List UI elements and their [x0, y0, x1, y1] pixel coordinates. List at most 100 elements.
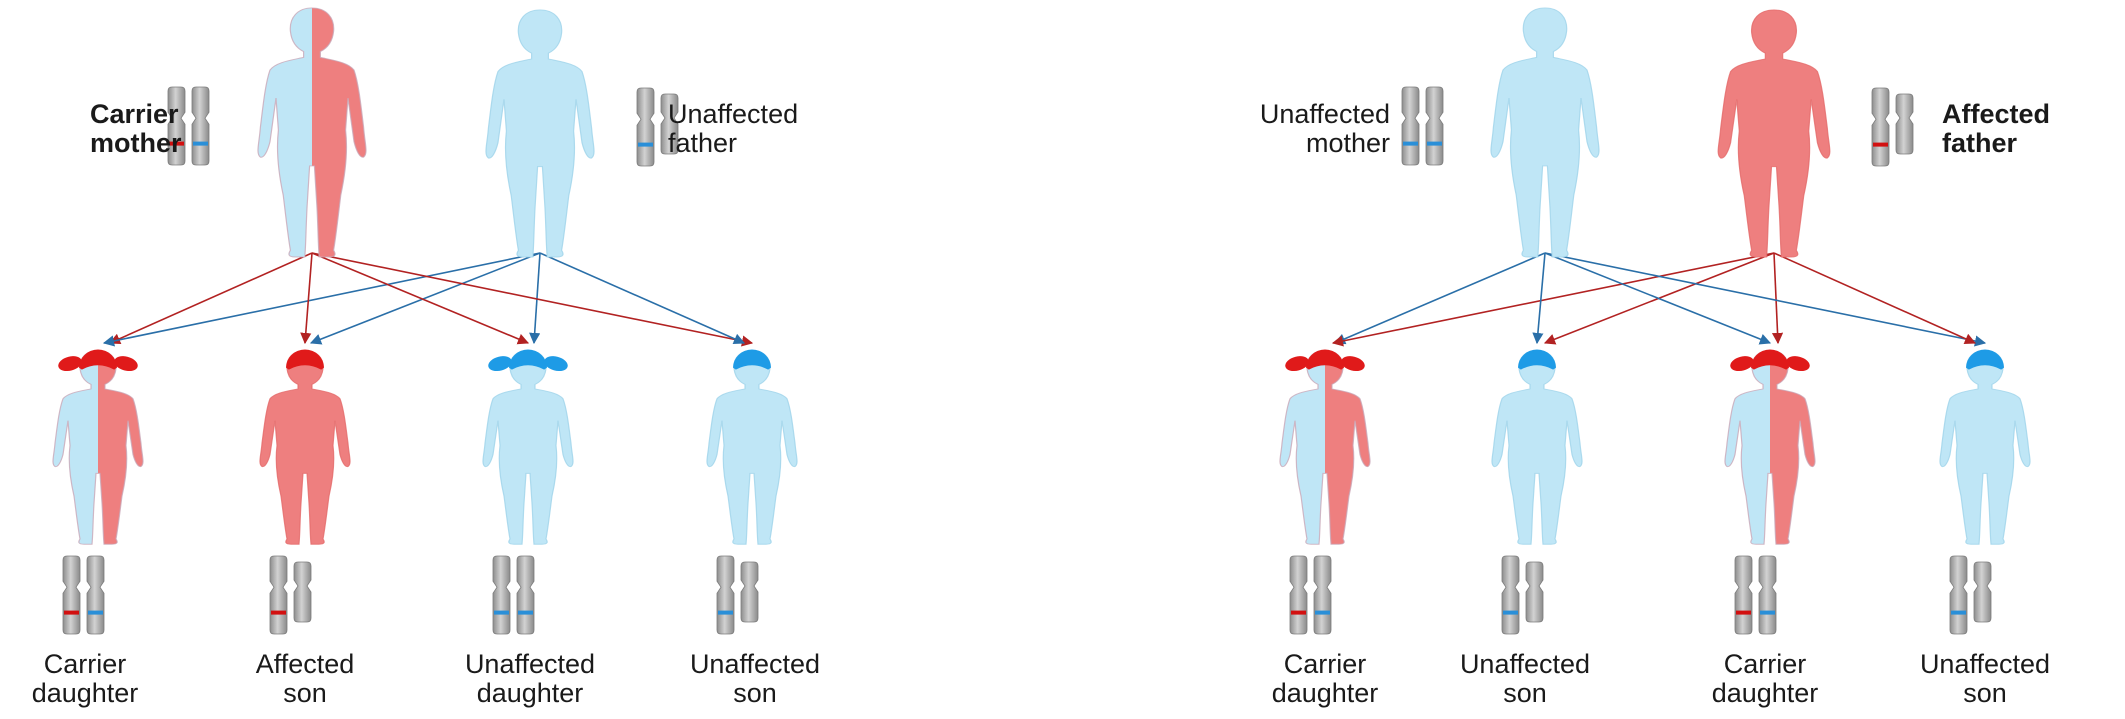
left-child-3-label: Unaffected daughter [430, 650, 630, 708]
left-child-4-label-line1: Unaffected [655, 650, 855, 679]
pigtail-left [1284, 354, 1311, 374]
arrow-father-to-child-1 [104, 253, 540, 343]
right-child-4-label: Unaffected son [1885, 650, 2085, 708]
x-chromosome [270, 556, 287, 634]
x-chromosome [1759, 556, 1776, 634]
right-mother-label-line1: Unaffected [1180, 100, 1390, 129]
x-chromosome [1950, 556, 1967, 634]
left-mother-label-line1: Carrier [90, 100, 152, 129]
right-child-4-label-line2: son [1885, 679, 2085, 708]
arrow-father-to-child-4 [1774, 253, 1975, 343]
x-chromosome [1290, 556, 1307, 634]
pigtail-left [57, 354, 84, 374]
y-chromosome [741, 562, 758, 622]
right-father-chromosomes [1872, 88, 1913, 166]
right-child-1-figure [1275, 349, 1376, 545]
arrow-mother-to-child-1 [1335, 253, 1545, 343]
normal-allele-band [638, 143, 653, 147]
left-child-4-chromosomes [717, 556, 758, 634]
left-mother-figure [252, 6, 373, 258]
right-child-2-label-line1: Unaffected [1430, 650, 1620, 679]
left-child-2-label-line1: Affected [220, 650, 390, 679]
right-mother-label-line2: mother [1180, 129, 1390, 158]
right-child-3-label-line1: Carrier [1680, 650, 1850, 679]
left-father-label-line1: Unaffected [668, 100, 868, 129]
x-chromosome [87, 556, 104, 634]
pigtail-right [1785, 354, 1812, 374]
normal-allele-band [1503, 611, 1518, 615]
mutant-allele-band [1736, 611, 1751, 615]
right-child-2-label-line2: son [1430, 679, 1620, 708]
pigtail-right [543, 354, 570, 374]
x-chromosome [637, 88, 654, 166]
x-chromosome [493, 556, 510, 634]
x-chromosome [1426, 87, 1443, 165]
pigtail-left [487, 354, 514, 374]
left-child-2-chromosomes [270, 556, 311, 634]
left-mother-label-line2: mother [90, 129, 152, 158]
left-child-2-figure [255, 349, 356, 545]
normal-allele-band [88, 611, 103, 615]
right-mother-figure [1485, 6, 1606, 258]
right-child-3-label: Carrier daughter [1680, 650, 1850, 708]
left-child-1-label: Carrier daughter [0, 650, 170, 708]
right-father-figure [1712, 8, 1837, 258]
left-child-3-label-line2: daughter [430, 679, 630, 708]
left-mother-label: Carrier mother [90, 100, 152, 158]
pigtail-right [1340, 354, 1367, 374]
left-child-1-figure [48, 349, 149, 545]
pigtail-left [1729, 354, 1756, 374]
left-father-label: Unaffected father [668, 100, 868, 158]
normal-allele-band [718, 611, 733, 615]
normal-allele-band [518, 611, 533, 615]
arrow-father-to-child-1 [1333, 253, 1774, 343]
right-child-3-figure [1720, 349, 1821, 545]
right-child-4-chromosomes [1950, 556, 1991, 634]
normal-allele-band [1427, 142, 1442, 146]
x-chromosome [717, 556, 734, 634]
x-chromosome [1502, 556, 1519, 634]
left-child-4-figure [702, 349, 803, 545]
arrow-father-to-child-3 [1774, 253, 1778, 343]
mutant-allele-band [271, 611, 286, 615]
left-child-1-chromosomes [63, 556, 104, 634]
mutant-allele-band [64, 611, 79, 615]
right-child-3-chromosomes [1735, 556, 1776, 634]
y-chromosome [1896, 94, 1913, 154]
right-child-4-label-line1: Unaffected [1885, 650, 2085, 679]
y-chromosome [1526, 562, 1543, 622]
arrow-mother-to-child-4 [1545, 253, 1985, 343]
normal-allele-band [1951, 611, 1966, 615]
right-father-label: Affected father [1942, 100, 2122, 158]
left-child-3-label-line1: Unaffected [430, 650, 630, 679]
arrow-father-to-child-4 [540, 253, 744, 343]
left-child-1-label-line1: Carrier [0, 650, 170, 679]
normal-allele-band [193, 142, 208, 146]
right-father-label-line2: father [1942, 129, 2122, 158]
right-child-2-chromosomes [1502, 556, 1543, 634]
y-chromosome [294, 562, 311, 622]
x-chromosome [63, 556, 80, 634]
arrow-mother-to-child-4 [312, 253, 752, 343]
x-chromosome [1402, 87, 1419, 165]
right-child-2-figure [1487, 349, 1588, 545]
normal-allele-band [1760, 611, 1775, 615]
right-child-1-label-line1: Carrier [1240, 650, 1410, 679]
right-mother-label: Unaffected mother [1180, 100, 1390, 158]
y-chromosome [1974, 562, 1991, 622]
normal-allele-band [1315, 611, 1330, 615]
right-child-1-label: Carrier daughter [1240, 650, 1410, 708]
x-chromosome [192, 87, 209, 165]
mutant-allele-band [1291, 611, 1306, 615]
x-chromosome [1314, 556, 1331, 634]
right-child-2-label: Unaffected son [1430, 650, 1620, 708]
pigtail-right [113, 354, 140, 374]
x-chromosome [517, 556, 534, 634]
arrow-mother-to-child-1 [110, 253, 312, 343]
left-child-2-label-line2: son [220, 679, 390, 708]
right-father-label-line1: Affected [1942, 100, 2122, 129]
mutant-allele-band [1873, 143, 1888, 147]
x-chromosome [1735, 556, 1752, 634]
